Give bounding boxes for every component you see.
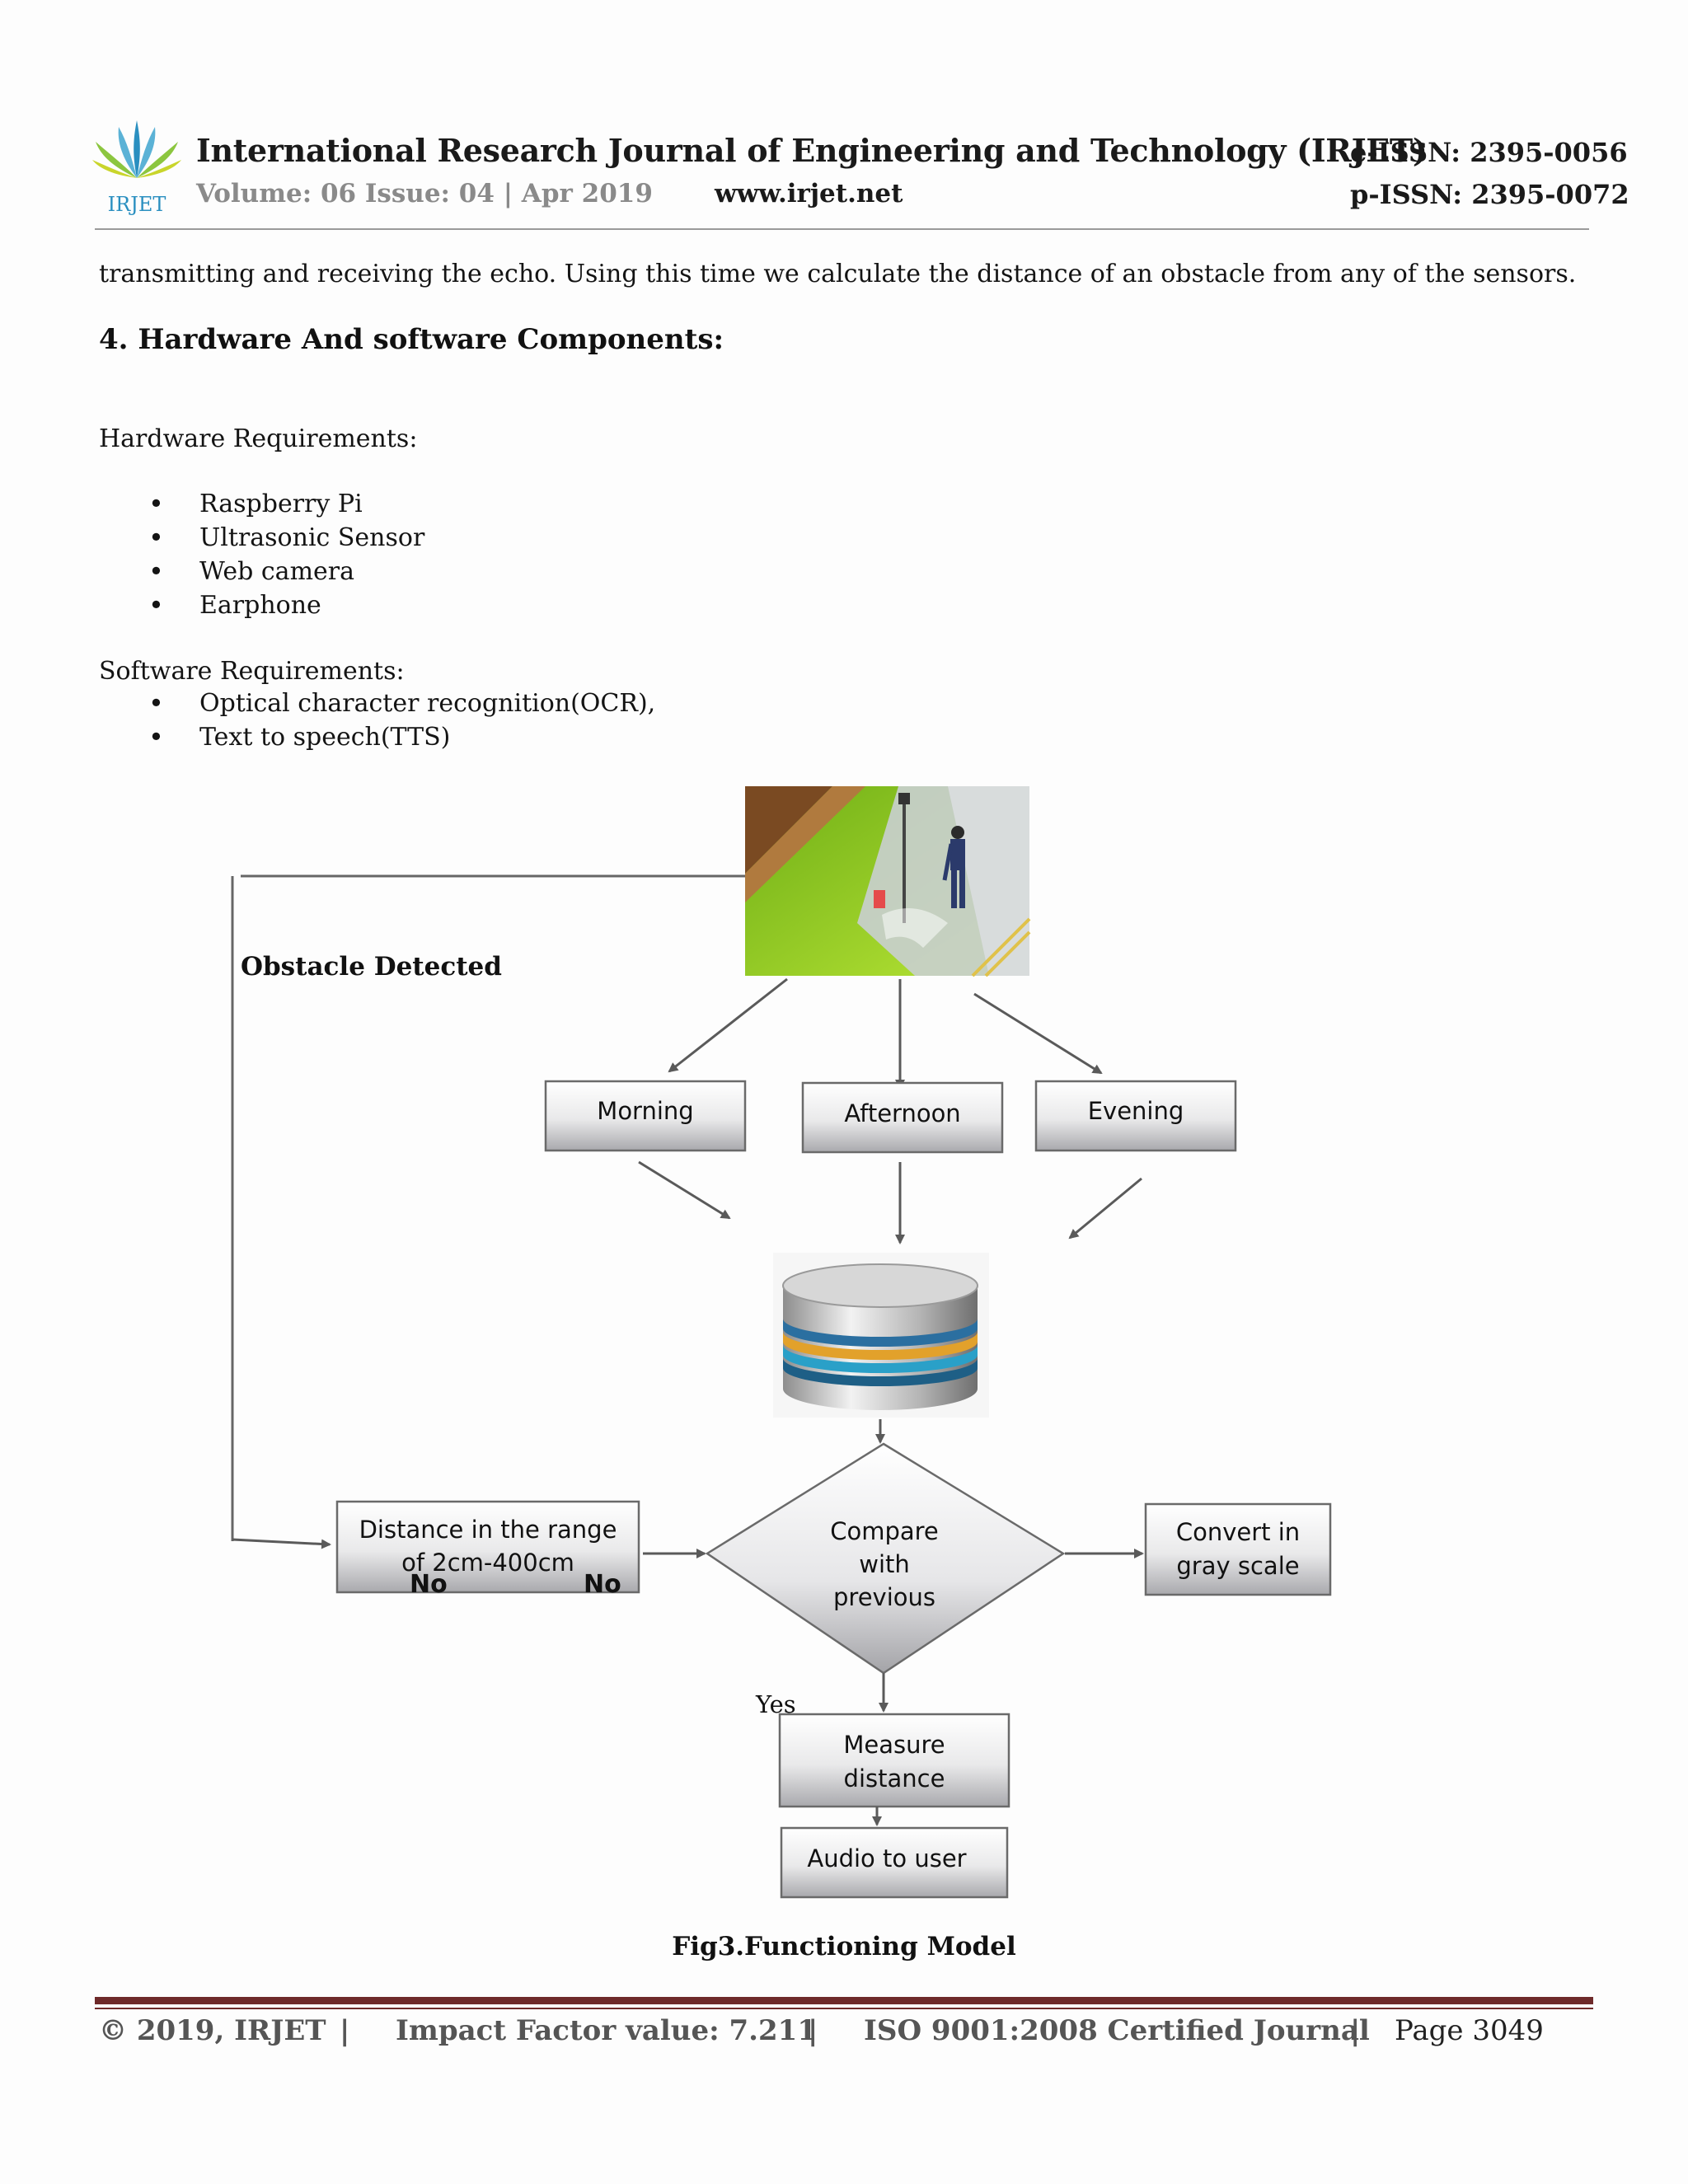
hardware-heading: Hardware Requirements: (99, 424, 418, 453)
list-item: Earphone (148, 589, 424, 625)
section-heading: 4. Hardware And software Components: (99, 323, 724, 356)
database-icon (773, 1253, 989, 1418)
logo-text: IRJET (108, 193, 166, 216)
footer-page-number: Page 3049 (1395, 2014, 1544, 2047)
afternoon-label: Afternoon (844, 1099, 960, 1127)
compare-line-2: with (859, 1550, 910, 1578)
journal-title: International Research Journal of Engine… (196, 132, 1428, 169)
audio-label: Audio to user (807, 1844, 966, 1872)
distance-line-1: Distance in the range (359, 1516, 617, 1544)
list-item: Ultrasonic Sensor (148, 522, 424, 557)
footer-copyright: © 2019, IRJET (99, 2014, 326, 2047)
distance-line-2: of 2cm-400cm (401, 1549, 574, 1577)
header-divider (95, 228, 1589, 230)
no-label-right: No (584, 1570, 621, 1599)
footer-impact-factor: Impact Factor value: 7.211 (396, 2014, 817, 2047)
measure-distance-box: Measure distance (778, 1713, 1010, 1808)
compare-line-3: previous (833, 1583, 935, 1611)
software-list: Optical character recognition(OCR), Text… (148, 687, 655, 757)
figure-caption: Fig3.Functioning Model (672, 1932, 1016, 1961)
measure-line-1: Measure (843, 1731, 945, 1759)
hardware-list: Raspberry Pi Ultrasonic Sensor Web camer… (148, 488, 424, 625)
distance-range-box: Distance in the range of 2cm-400cm (335, 1500, 640, 1594)
convert-line-2: gray scale (1176, 1552, 1299, 1580)
list-item: Text to speech(TTS) (148, 721, 655, 757)
journal-website: www.irjet.net (715, 179, 903, 209)
footer-separator: | (808, 2014, 818, 2047)
volume-issue: Volume: 06 Issue: 04 | Apr 2019 (196, 179, 653, 209)
afternoon-box: Afternoon (801, 1081, 1004, 1154)
person-figure (942, 826, 965, 908)
functioning-model-diagram: Morning Afternoon Evening Compare with p… (231, 786, 1332, 1899)
morning-label: Morning (597, 1097, 693, 1125)
e-issn: e-ISSN: 2395-0056 (1350, 137, 1628, 168)
intro-paragraph: transmitting and receiving the echo. Usi… (99, 260, 1577, 288)
footer-iso: ISO 9001:2008 Certified Journal (864, 2014, 1370, 2047)
convert-grayscale-box: Convert in gray scale (1144, 1502, 1332, 1596)
audio-to-user-box: Audio to user (780, 1826, 1009, 1899)
p-issn: p-ISSN: 2395-0072 (1350, 179, 1629, 210)
list-item: Raspberry Pi (148, 488, 424, 523)
software-heading: Software Requirements: (99, 657, 405, 686)
convert-line-1: Convert in (1176, 1518, 1300, 1546)
no-label-left: No (410, 1570, 448, 1599)
footer-separator: | (340, 2014, 350, 2047)
compare-line-1: Compare (830, 1517, 939, 1545)
measure-line-2: distance (844, 1765, 945, 1793)
evening-label: Evening (1088, 1097, 1184, 1125)
footer-separator: | (1350, 2014, 1361, 2047)
footer-divider-thin (95, 2008, 1593, 2009)
list-item: Web camera (148, 555, 424, 591)
compare-decision-diamond: Compare with previous (705, 1442, 1066, 1675)
yes-label: Yes (756, 1690, 796, 1718)
irjet-logo: IRJET (92, 119, 181, 216)
list-item: Optical character recognition(OCR), (148, 687, 655, 723)
morning-box: Morning (544, 1080, 747, 1152)
footer-divider (95, 1997, 1593, 2004)
obstacle-detected-label: Obstacle Detected (241, 952, 502, 982)
evening-box: Evening (1034, 1080, 1237, 1152)
street-scene-image (745, 786, 1031, 977)
